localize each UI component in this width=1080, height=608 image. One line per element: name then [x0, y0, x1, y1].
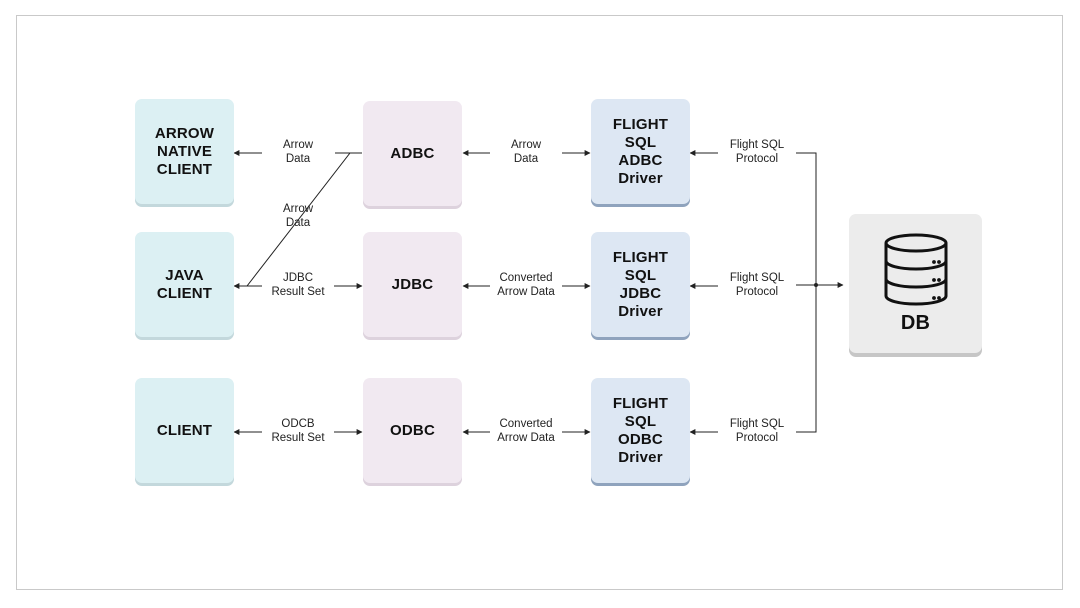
- client-label: CLIENT: [156, 421, 213, 439]
- jdbc-box: JDBC: [363, 232, 462, 337]
- flight-sql-adbc-driver-box: FLIGHT SQL ADBC Driver: [591, 99, 690, 204]
- adbc-box: ADBC: [363, 101, 462, 206]
- flight-sql-odbc-driver-box: FLIGHT SQL ODBC Driver: [591, 378, 690, 483]
- edge-label-odcb-result-set: ODCB Result Set: [271, 418, 325, 444]
- arrow-native-client-label: ARROW NATIVE CLIENT: [154, 124, 215, 178]
- edge-db-to-adbc-driver-b: [796, 152, 817, 285]
- flight-sql-jdbc-driver-label: FLIGHT SQL JDBC Driver: [612, 248, 669, 320]
- edge-label-flight-sql-protocol: Flight SQL Protocol: [729, 418, 785, 444]
- edge-db-to-odbc-driver-b: [796, 285, 817, 433]
- edge-label-jdbc-result-set: JDBC Result Set: [271, 272, 325, 298]
- edge-label-converted-arrow-data: Converted Arrow Data: [497, 272, 555, 298]
- java-client-box: JAVA CLIENT: [135, 232, 234, 337]
- jdbc-label: JDBC: [391, 275, 434, 293]
- flight-sql-adbc-driver-label: FLIGHT SQL ADBC Driver: [612, 115, 669, 187]
- edge-label-arrow-data: Arrow Data: [510, 139, 542, 165]
- db-label: DB: [900, 312, 931, 334]
- arrow-native-client-box: ARROW NATIVE CLIENT: [135, 99, 234, 204]
- junction-dot: [814, 283, 818, 287]
- java-client-label: JAVA CLIENT: [156, 266, 213, 302]
- edge-label-flight-sql-protocol: Flight SQL Protocol: [729, 139, 785, 165]
- edge-label-arrow-data: Arrow Data: [282, 139, 314, 165]
- edge-label-arrow-data: Arrow Data: [282, 203, 314, 229]
- database-icon: [884, 233, 947, 306]
- client-box: CLIENT: [135, 378, 234, 483]
- adbc-label: ADBC: [390, 144, 435, 162]
- edge-label-converted-arrow-data: Converted Arrow Data: [497, 418, 555, 444]
- flight-sql-jdbc-driver-box: FLIGHT SQL JDBC Driver: [591, 232, 690, 337]
- odbc-label: ODBC: [390, 421, 435, 439]
- db-box: DB: [849, 214, 982, 353]
- odbc-box: ODBC: [363, 378, 462, 483]
- flight-sql-odbc-driver-label: FLIGHT SQL ODBC Driver: [612, 394, 669, 466]
- edge-label-flight-sql-protocol: Flight SQL Protocol: [729, 272, 785, 298]
